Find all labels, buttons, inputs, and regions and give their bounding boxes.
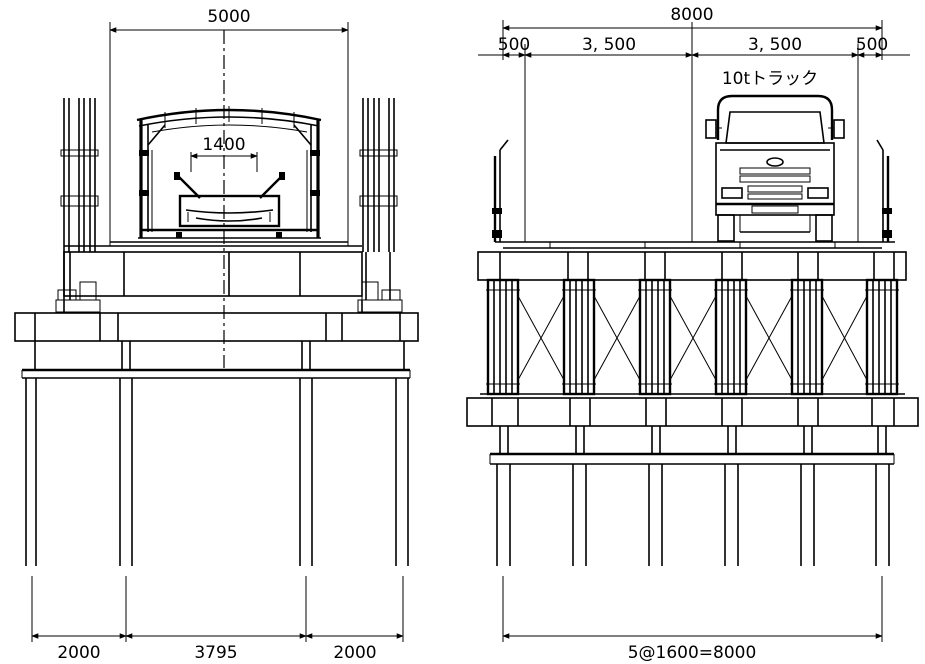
right-sub-dimensions: 500 3, 500 3, 500 500 bbox=[478, 22, 910, 242]
left-deck bbox=[63, 238, 363, 297]
right-sub-dim-3: 3, 500 bbox=[748, 35, 802, 55]
left-top-dim-label: 5000 bbox=[207, 7, 250, 27]
left-bottom-dim-3: 2000 bbox=[333, 643, 376, 663]
right-sub-dim-2: 3, 500 bbox=[582, 35, 636, 55]
column-1 bbox=[486, 278, 520, 396]
cross-bracing bbox=[517, 295, 868, 381]
right-lower-beam bbox=[466, 393, 919, 465]
column-5 bbox=[790, 278, 824, 396]
right-sub-dim-4: 500 bbox=[856, 35, 888, 55]
right-bottom-dimension: 5@1600=8000 bbox=[502, 576, 883, 663]
left-tower bbox=[55, 98, 101, 313]
right-sub-dim-1: 500 bbox=[498, 35, 530, 55]
left-piles bbox=[25, 378, 409, 566]
column-2 bbox=[562, 278, 596, 396]
right-section-view: 8000 500 3, 500 3, 500 500 10tトラック bbox=[466, 5, 919, 663]
right-bottom-dim-label: 5@1600=8000 bbox=[628, 643, 757, 663]
right-deck bbox=[477, 241, 907, 281]
left-bottom-dim-2: 3795 bbox=[194, 643, 237, 663]
left-bottom-dim-1: 2000 bbox=[57, 643, 100, 663]
left-bottom-dimensions: 2000 3795 2000 bbox=[31, 576, 404, 663]
column-3 bbox=[638, 278, 672, 396]
left-section-view: 5000 bbox=[14, 7, 419, 663]
railing-right bbox=[876, 139, 892, 242]
left-top-dimension: 5000 bbox=[109, 7, 349, 245]
conveyor-frame-icon bbox=[136, 106, 322, 239]
left-inner-dimension: 1400 bbox=[190, 135, 258, 172]
right-columns bbox=[486, 278, 899, 396]
left-inner-dim-label: 1400 bbox=[202, 135, 245, 155]
right-tower bbox=[357, 98, 403, 313]
right-top-dim-label: 8000 bbox=[670, 5, 713, 25]
left-cross-beam bbox=[14, 300, 419, 379]
vehicle-label: 10tトラック bbox=[722, 69, 818, 89]
railing-left bbox=[492, 139, 509, 242]
truck-icon bbox=[705, 94, 845, 242]
column-6 bbox=[865, 278, 899, 396]
column-4 bbox=[714, 278, 748, 396]
right-piles bbox=[496, 464, 890, 566]
